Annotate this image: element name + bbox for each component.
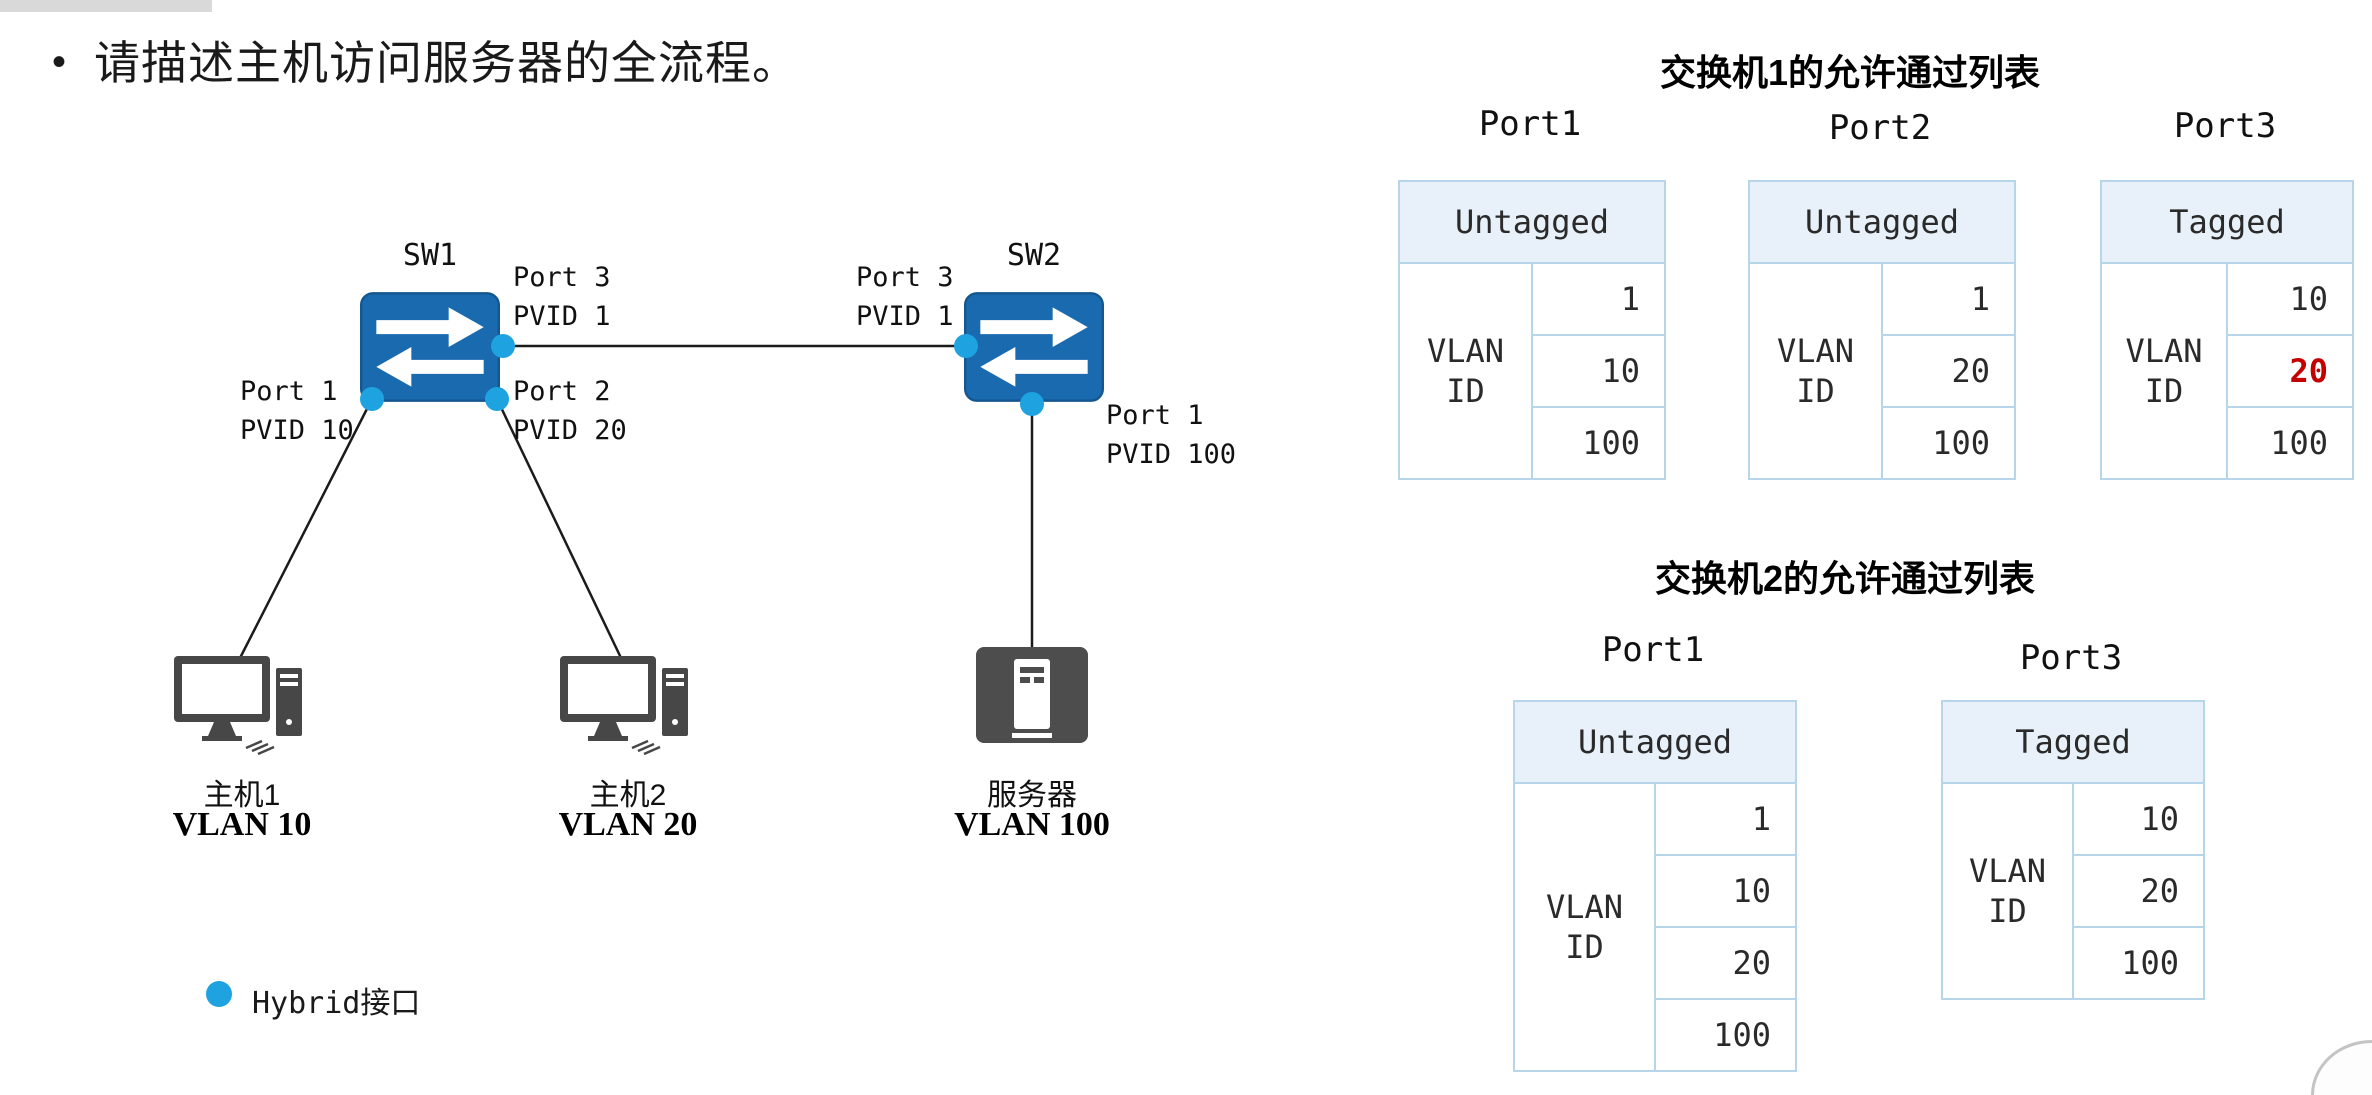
vlan-table-sw2-port3: Tagged VLAN ID 10 20 100: [1941, 700, 2205, 1000]
vlan-value: 20: [2074, 856, 2203, 926]
sw1-port2-label: Port 2 PVID 20: [513, 376, 627, 447]
vlan-value: 100: [1883, 408, 2014, 478]
vlan-value: 10: [2228, 264, 2352, 334]
mode-cell: Tagged: [2102, 182, 2352, 262]
sw2-port1-label: Port 1 PVID 100: [1106, 400, 1237, 471]
host2-name: 主机2: [589, 779, 667, 812]
mode-cell: Tagged: [1943, 702, 2203, 782]
vlan-value: 1: [1533, 264, 1664, 334]
vlan-value: 1: [1883, 264, 2014, 334]
switch2-table-title: 交换机2的允许通过列表: [1654, 558, 2036, 599]
vlan-value: 100: [1533, 408, 1664, 478]
sw2-table-port3-name: Port3: [2019, 638, 2123, 678]
vlan-value: 10: [2074, 784, 2203, 854]
sw1-table-port1-name: Port1: [1478, 104, 1582, 144]
switch-glyph: [360, 292, 500, 402]
sw2-table-port1-name: Port1: [1601, 630, 1705, 670]
server-glyph: [976, 647, 1088, 743]
server-vlan: VLAN 100: [954, 806, 1110, 843]
host1-name: 主机1: [203, 779, 281, 812]
vlan-value: 10: [1533, 336, 1664, 406]
sw2-port3-label: Port 3 PVID 1: [856, 262, 954, 333]
vlan-value: 20: [1656, 928, 1795, 998]
computer-icon: [560, 656, 688, 756]
vlan-id-label: VLAN ID: [1943, 784, 2072, 998]
vlan-value: 20: [1883, 336, 2014, 406]
decorative-bar: [0, 0, 212, 12]
vlan-table-sw1-port1: Untagged VLAN ID 1 10 100: [1398, 180, 1666, 480]
server-icon: [974, 645, 1090, 753]
hybrid-legend-label: Hybrid接口: [252, 986, 421, 1021]
sw1-table-port3-name: Port3: [2173, 106, 2277, 146]
switch-icon-sw1: [360, 292, 500, 402]
bullet-icon: •: [52, 40, 67, 84]
sw1-label: SW1: [402, 238, 458, 273]
sw1-port3-label: Port 3 PVID 1: [513, 262, 611, 333]
vlan-table-sw2-port1: Untagged VLAN ID 1 10 20 100: [1513, 700, 1797, 1072]
question-bullet: • 请描述主机访问服务器的全流程。: [52, 36, 799, 91]
sw1-table-port2-name: Port2: [1828, 108, 1932, 148]
vlan-value: 100: [1656, 1000, 1795, 1070]
switch-icon-sw2: [964, 292, 1104, 402]
vlan-table-sw1-port3: Tagged VLAN ID 10 20 100: [2100, 180, 2354, 480]
vlan-id-label: VLAN ID: [1400, 264, 1531, 478]
mode-cell: Untagged: [1515, 702, 1795, 782]
sw2-label: SW2: [1006, 238, 1062, 273]
hybrid-legend-dot-icon: [206, 981, 232, 1007]
vlan-value: 10: [1656, 856, 1795, 926]
vlan-value: 100: [2228, 408, 2352, 478]
vlan-value: 100: [2074, 928, 2203, 998]
switch-glyph: [964, 292, 1104, 402]
vlan-value-highlighted: 20: [2228, 336, 2352, 406]
question-text: 请描述主机访问服务器的全流程。: [94, 37, 800, 89]
switch1-table-title: 交换机1的允许通过列表: [1659, 52, 2041, 93]
vlan-value: 1: [1656, 784, 1795, 854]
host2-icon: [558, 650, 698, 758]
server-name: 服务器: [987, 779, 1077, 812]
sw1-port1-label: Port 1 PVID 10: [240, 376, 354, 447]
mode-cell: Untagged: [1750, 182, 2014, 262]
host1-icon: [172, 650, 312, 758]
vlan-id-label: VLAN ID: [1750, 264, 1881, 478]
vlan-id-label: VLAN ID: [1515, 784, 1654, 1070]
host1-vlan: VLAN 10: [172, 806, 312, 843]
mode-cell: Untagged: [1400, 182, 1664, 262]
computer-icon: [174, 656, 302, 756]
vlan-table-sw1-port2: Untagged VLAN ID 1 20 100: [1748, 180, 2016, 480]
vlan-id-label: VLAN ID: [2102, 264, 2226, 478]
link-sw1-host1: [236, 398, 374, 663]
host2-vlan: VLAN 20: [558, 806, 698, 843]
link-sw1-host2: [495, 398, 624, 661]
